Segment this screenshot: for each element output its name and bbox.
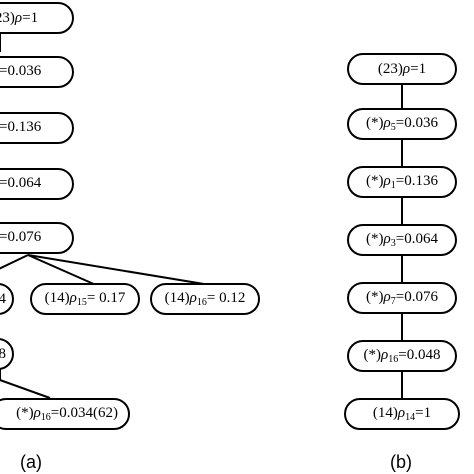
rho-symbol: ρ bbox=[381, 347, 389, 363]
tree-b-node: (*)ρ7=0.076 bbox=[347, 282, 457, 314]
edge-a-leaf bbox=[0, 379, 51, 399]
tree-b-node: (14)ρ14=1 bbox=[344, 398, 460, 430]
rho-symbol: ρ bbox=[14, 9, 23, 26]
node-label: (*)ρ5=0.036 bbox=[366, 115, 438, 133]
rho-subscript: 16 bbox=[388, 354, 399, 365]
rho-subscript: 1 bbox=[390, 180, 396, 191]
panel-label-b: (b) bbox=[390, 452, 412, 472]
node-label-value: =0.076 bbox=[0, 229, 42, 245]
node-label-value: =1 bbox=[22, 9, 39, 26]
tree-a-node: ρ3=0.064 bbox=[0, 168, 74, 200]
node-label-value: =0.076 bbox=[395, 289, 438, 305]
node-label: (14)ρ14=1 bbox=[373, 405, 431, 423]
node-label-prefix: (23) bbox=[0, 9, 15, 26]
node-label-value: =0.048 bbox=[398, 347, 441, 363]
tree-a-node: (23)ρ=1 bbox=[0, 2, 74, 34]
node-label: (14)ρ15= 0.17 bbox=[45, 290, 126, 308]
node-label: (*)ρ1=0.136 bbox=[366, 173, 438, 191]
tree-a-child-node: (14)ρ16= 0.12 bbox=[150, 283, 260, 315]
node-label-value: =0.036 bbox=[0, 63, 42, 79]
rho-subscript: 7 bbox=[390, 296, 396, 307]
node-label: ρ3=0.064 bbox=[0, 175, 41, 193]
node-label-value: =0.036 bbox=[395, 115, 438, 131]
node-label-prefix: (14) bbox=[372, 405, 398, 421]
node-label: (*)ρ16=0.048 bbox=[364, 347, 441, 365]
node-label-prefix: (*) bbox=[363, 347, 382, 363]
node-label-prefix: (*) bbox=[366, 231, 384, 247]
edge-a-child-1 bbox=[0, 254, 29, 270]
node-label: ρ1=0.136 bbox=[0, 119, 41, 137]
node-label-value: =1 bbox=[410, 60, 427, 77]
tree-a-child-node: (14)ρ15= 0.17 bbox=[30, 283, 140, 315]
node-label-value: 4 bbox=[0, 290, 6, 307]
tree-a-leaf-node: (*)ρ16=0.034(62) bbox=[0, 398, 130, 430]
edge-a-child-2 bbox=[27, 254, 97, 286]
node-label-prefix: (14) bbox=[164, 290, 190, 306]
node-label-prefix: (*) bbox=[366, 115, 384, 131]
rho-symbol: ρ bbox=[69, 290, 77, 306]
rho-symbol: ρ bbox=[397, 405, 406, 421]
node-label-value: 8 bbox=[0, 345, 6, 362]
node-label: 4 bbox=[0, 291, 6, 308]
tree-b-node: (*)ρ1=0.136 bbox=[347, 166, 457, 198]
panel-label-a: (a) bbox=[20, 452, 42, 472]
edge-a-child-3 bbox=[27, 254, 205, 285]
node-label-value: = 0.12 bbox=[206, 290, 246, 306]
node-label-value: =0.064 bbox=[0, 175, 42, 191]
tree-a-node: ρ1=0.136 bbox=[0, 112, 74, 144]
rho-symbol: ρ bbox=[33, 405, 41, 421]
node-label-prefix: (*) bbox=[366, 173, 384, 189]
rho-symbol: ρ bbox=[402, 60, 411, 77]
tree-b-node: (*)ρ16=0.048 bbox=[347, 340, 457, 372]
rho-subscript: 14 bbox=[405, 412, 416, 423]
tree-b-node: (23)ρ=1 bbox=[347, 53, 457, 85]
node-label: (23)ρ=1 bbox=[0, 10, 38, 27]
rho-symbol: ρ bbox=[383, 115, 391, 131]
tree-a-node: ρ5=0.036 bbox=[0, 56, 74, 88]
node-label: ρ5=0.036 bbox=[0, 63, 41, 81]
node-label-value: =0.136 bbox=[395, 173, 438, 189]
rho-symbol: ρ bbox=[383, 231, 391, 247]
rho-subscript: 15 bbox=[76, 297, 87, 308]
node-label-value: =0.034(62) bbox=[50, 405, 118, 421]
tree-b-node: (*)ρ3=0.064 bbox=[347, 224, 457, 256]
rho-subscript: 5 bbox=[390, 122, 396, 133]
node-label: (*)ρ3=0.064 bbox=[366, 231, 438, 249]
node-label: 8 bbox=[0, 346, 6, 363]
node-label-prefix: (*) bbox=[16, 405, 34, 421]
node-label-value: =1 bbox=[415, 405, 432, 421]
rho-symbol: ρ bbox=[383, 289, 391, 305]
rho-symbol: ρ bbox=[189, 290, 197, 306]
node-label: ρ7=0.076 bbox=[0, 229, 41, 247]
rho-subscript: 3 bbox=[390, 238, 396, 249]
node-label: (14)ρ16= 0.12 bbox=[165, 290, 246, 308]
node-label: (*)ρ7=0.076 bbox=[366, 289, 438, 307]
node-label: (*)ρ16=0.034(62) bbox=[16, 405, 118, 423]
tree-a-node: ρ7=0.076 bbox=[0, 222, 74, 254]
node-label: (23)ρ=1 bbox=[378, 61, 426, 78]
node-label-value: = 0.17 bbox=[86, 290, 126, 306]
tree-b-node: (*)ρ5=0.036 bbox=[347, 108, 457, 140]
node-label-value: =0.136 bbox=[0, 119, 42, 135]
node-label-prefix: (23) bbox=[377, 60, 403, 77]
rho-subscript: 16 bbox=[40, 412, 51, 423]
node-label-prefix: (*) bbox=[366, 289, 384, 305]
rho-symbol: ρ bbox=[383, 173, 391, 189]
node-label-prefix: (14) bbox=[44, 290, 70, 306]
rho-subscript: 16 bbox=[196, 297, 207, 308]
node-label-value: =0.064 bbox=[395, 231, 438, 247]
